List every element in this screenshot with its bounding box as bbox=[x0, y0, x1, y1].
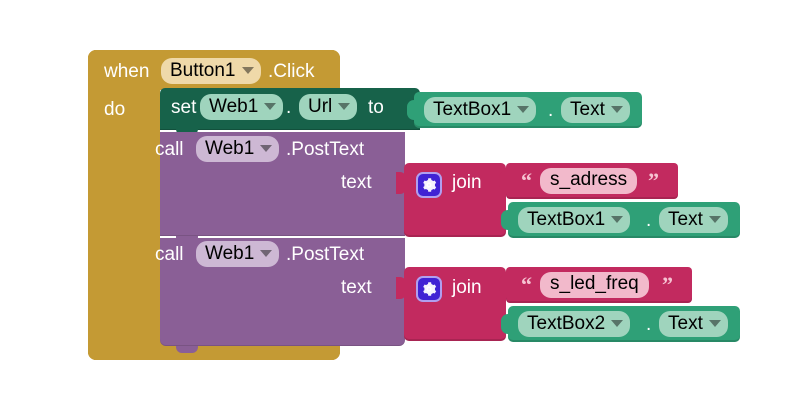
join2-label: join bbox=[452, 277, 482, 298]
getter3-plug bbox=[501, 314, 512, 334]
getter1-property-name: Text bbox=[570, 99, 605, 120]
chevron-down-icon[interactable] bbox=[708, 216, 721, 223]
getter2-property-name: Text bbox=[668, 209, 703, 230]
setter-property-dropdown[interactable]: Url bbox=[299, 94, 358, 120]
call2-arg-label: text bbox=[341, 277, 372, 298]
getter2-component-dropdown[interactable]: TextBox1 bbox=[518, 207, 631, 233]
chevron-down-icon[interactable] bbox=[610, 106, 623, 113]
getter1-dot: . bbox=[548, 100, 554, 121]
getter1-component-name: TextBox1 bbox=[433, 99, 512, 120]
string1-value-field[interactable]: s_adress bbox=[540, 168, 638, 194]
call2-bottom-notch bbox=[176, 346, 198, 353]
chevron-down-icon[interactable] bbox=[260, 250, 273, 257]
event-block-left-column bbox=[88, 50, 160, 360]
chevron-down-icon[interactable] bbox=[338, 103, 351, 110]
string1-value: s_adress bbox=[550, 169, 628, 190]
call1-arg-socket bbox=[396, 172, 406, 194]
getter2-dot: . bbox=[646, 210, 652, 231]
call1-component-dropdown[interactable]: Web1 bbox=[196, 136, 280, 162]
chevron-down-icon[interactable] bbox=[611, 216, 624, 223]
chevron-down-icon[interactable] bbox=[264, 103, 277, 110]
string1-plug bbox=[499, 171, 509, 191]
getter2-property-dropdown[interactable]: Text bbox=[659, 207, 728, 233]
call2-component-name: Web1 bbox=[205, 243, 255, 264]
setter-component-dropdown[interactable]: Web1 bbox=[200, 94, 284, 120]
event-component-name: Button1 bbox=[170, 60, 236, 81]
getter2-plug bbox=[501, 210, 512, 230]
call1-label: call bbox=[155, 139, 184, 160]
setter-property-name: Url bbox=[308, 96, 333, 117]
getter3-component-dropdown[interactable]: TextBox2 bbox=[518, 311, 631, 337]
do-label: do bbox=[104, 99, 126, 120]
string2-close-quote: ” bbox=[662, 272, 673, 297]
call1-method-label: .PostText bbox=[286, 139, 365, 160]
getter1-plug bbox=[407, 100, 418, 120]
string1-close-quote: ” bbox=[648, 168, 659, 193]
gear-icon[interactable] bbox=[416, 172, 442, 198]
chevron-down-icon[interactable] bbox=[708, 320, 721, 327]
event-component-dropdown[interactable]: Button1 bbox=[161, 58, 261, 84]
string2-value-field[interactable]: s_led_freq bbox=[540, 272, 649, 298]
string2-open-quote: “ bbox=[521, 272, 532, 297]
getter1-property-dropdown[interactable]: Text bbox=[561, 97, 630, 123]
string1-open-quote: “ bbox=[521, 168, 532, 193]
chevron-down-icon[interactable] bbox=[517, 106, 530, 113]
call1-arg-label: text bbox=[341, 172, 372, 193]
string2-value: s_led_freq bbox=[550, 273, 639, 294]
chevron-down-icon[interactable] bbox=[241, 67, 254, 74]
chevron-down-icon[interactable] bbox=[260, 145, 273, 152]
call2-component-dropdown[interactable]: Web1 bbox=[196, 241, 280, 267]
call1-component-name: Web1 bbox=[205, 138, 255, 159]
set-label: set bbox=[171, 97, 197, 118]
getter2-component-name: TextBox1 bbox=[527, 209, 606, 230]
chevron-down-icon[interactable] bbox=[611, 320, 624, 327]
getter3-dot: . bbox=[646, 314, 652, 335]
join1-label: join bbox=[452, 172, 482, 193]
string2-plug bbox=[499, 275, 509, 295]
setter-component-name: Web1 bbox=[209, 96, 259, 117]
gear-icon[interactable] bbox=[416, 276, 442, 302]
call2-arg-socket bbox=[396, 277, 406, 299]
setter-bottom-notch bbox=[176, 128, 198, 135]
getter1-component-dropdown[interactable]: TextBox1 bbox=[424, 97, 537, 123]
when-label: when bbox=[104, 61, 150, 82]
event-name-label: .Click bbox=[268, 61, 315, 82]
call2-method-label: .PostText bbox=[286, 244, 365, 265]
getter3-property-name: Text bbox=[668, 313, 703, 334]
getter3-component-name: TextBox2 bbox=[527, 313, 606, 334]
setter-to-label: to bbox=[368, 97, 384, 118]
call2-label: call bbox=[155, 244, 184, 265]
call-block-divider-1 bbox=[160, 236, 405, 238]
setter-dot: . bbox=[286, 97, 292, 118]
getter3-property-dropdown[interactable]: Text bbox=[659, 311, 728, 337]
